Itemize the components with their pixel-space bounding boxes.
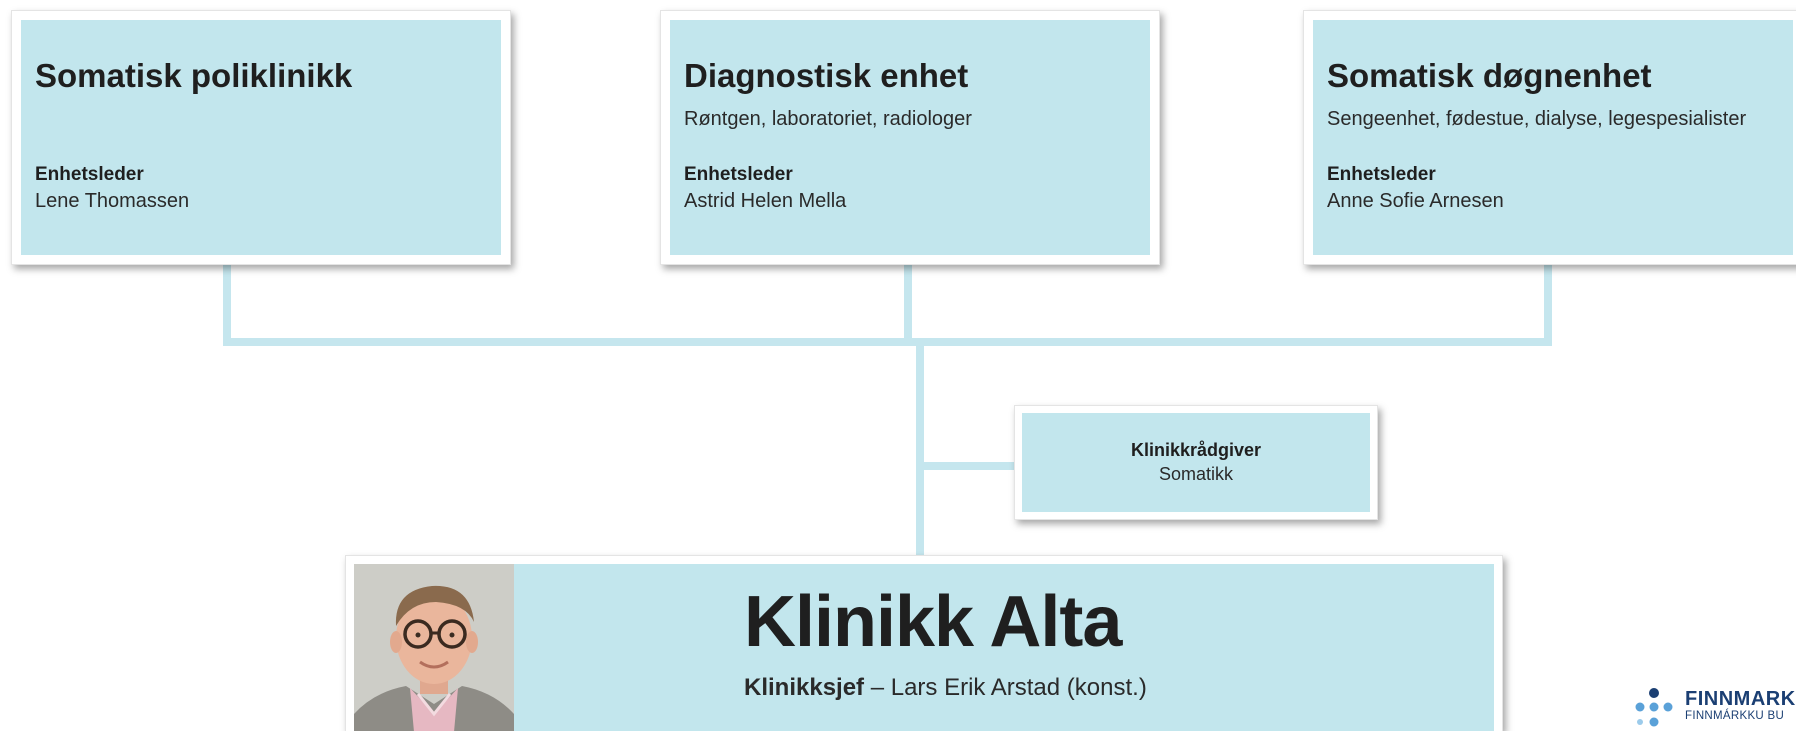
- unit-description: Røntgen, laboratoriet, radiologer: [684, 108, 972, 131]
- portrait-illustration: [354, 564, 514, 731]
- unit-description: [35, 108, 487, 132]
- unit-box-fill: Diagnostisk enhet Røntgen, laboratoriet,…: [670, 20, 1150, 255]
- clinic-leader-name: – Lars Erik Arstad (konst.): [864, 674, 1147, 701]
- connector-unit3-down: [1544, 262, 1552, 346]
- unit-role-label: Enhetsleder: [1327, 164, 1436, 185]
- connector-trunk: [916, 338, 924, 560]
- clinic-box: Klinikk Alta Klinikksjef – Lars Erik Ars…: [345, 555, 1503, 731]
- unit-box-somatisk-dognenhet: Somatisk døgnenhet Sengeenhet, fødestue,…: [1303, 10, 1796, 265]
- unit-box-fill: Somatisk poliklinikk Enhetsleder Lene Th…: [21, 20, 501, 255]
- unit-role-label: Enhetsleder: [684, 164, 793, 185]
- connector-unit1-down: [223, 262, 231, 346]
- advisor-box: Klinikkrådgiver Somatikk: [1014, 405, 1378, 520]
- unit-leader-name: Astrid Helen Mella: [684, 190, 847, 212]
- unit-role-label: Enhetsleder: [35, 164, 144, 185]
- connector-unit2-down: [904, 262, 912, 346]
- advisor-subtitle: Somatikk: [1158, 464, 1234, 484]
- clinic-role-label: Klinikksjef: [744, 674, 865, 701]
- logo-text-secondary: FINNMÁRKKU BU: [1685, 710, 1785, 722]
- unit-leader-name: Lene Thomassen: [35, 190, 190, 212]
- unit-box-somatisk-poliklinikk: Somatisk poliklinikk Enhetsleder Lene Th…: [11, 10, 511, 265]
- advisor-box-fill: Klinikkrådgiver Somatikk: [1022, 413, 1370, 512]
- unit-description: Sengeenhet, fødestue, dialyse, legespesi…: [1327, 108, 1747, 131]
- logo-text-primary: FINNMARK: [1685, 688, 1796, 710]
- advisor-title: Klinikkrådgiver: [1130, 440, 1262, 460]
- unit-title: Somatisk poliklinikk: [35, 57, 353, 94]
- unit-title: Somatisk døgnenhet: [1327, 57, 1652, 94]
- clinic-leader-line: Klinikksjef – Lars Erik Arstad (konst.): [744, 674, 1147, 702]
- clinic-title: Klinikk Alta: [744, 582, 1122, 662]
- unit-leader-name: Anne Sofie Arnesen: [1327, 190, 1504, 212]
- unit-title: Diagnostisk enhet: [684, 57, 969, 94]
- finnmark-logo: FINNMARK FINNMÁRKKU BU: [1630, 686, 1796, 731]
- clinic-box-fill: Klinikk Alta Klinikksjef – Lars Erik Ars…: [354, 564, 1494, 731]
- unit-box-diagnostisk-enhet: Diagnostisk enhet Røntgen, laboratoriet,…: [660, 10, 1160, 265]
- portrait-photo: [354, 564, 514, 731]
- unit-box-fill: Somatisk døgnenhet Sengeenhet, fødestue,…: [1313, 20, 1793, 255]
- connector-advisor: [916, 462, 1016, 470]
- connector-horizontal: [223, 338, 1552, 346]
- dot-cluster-logo-icon: [1635, 688, 1673, 727]
